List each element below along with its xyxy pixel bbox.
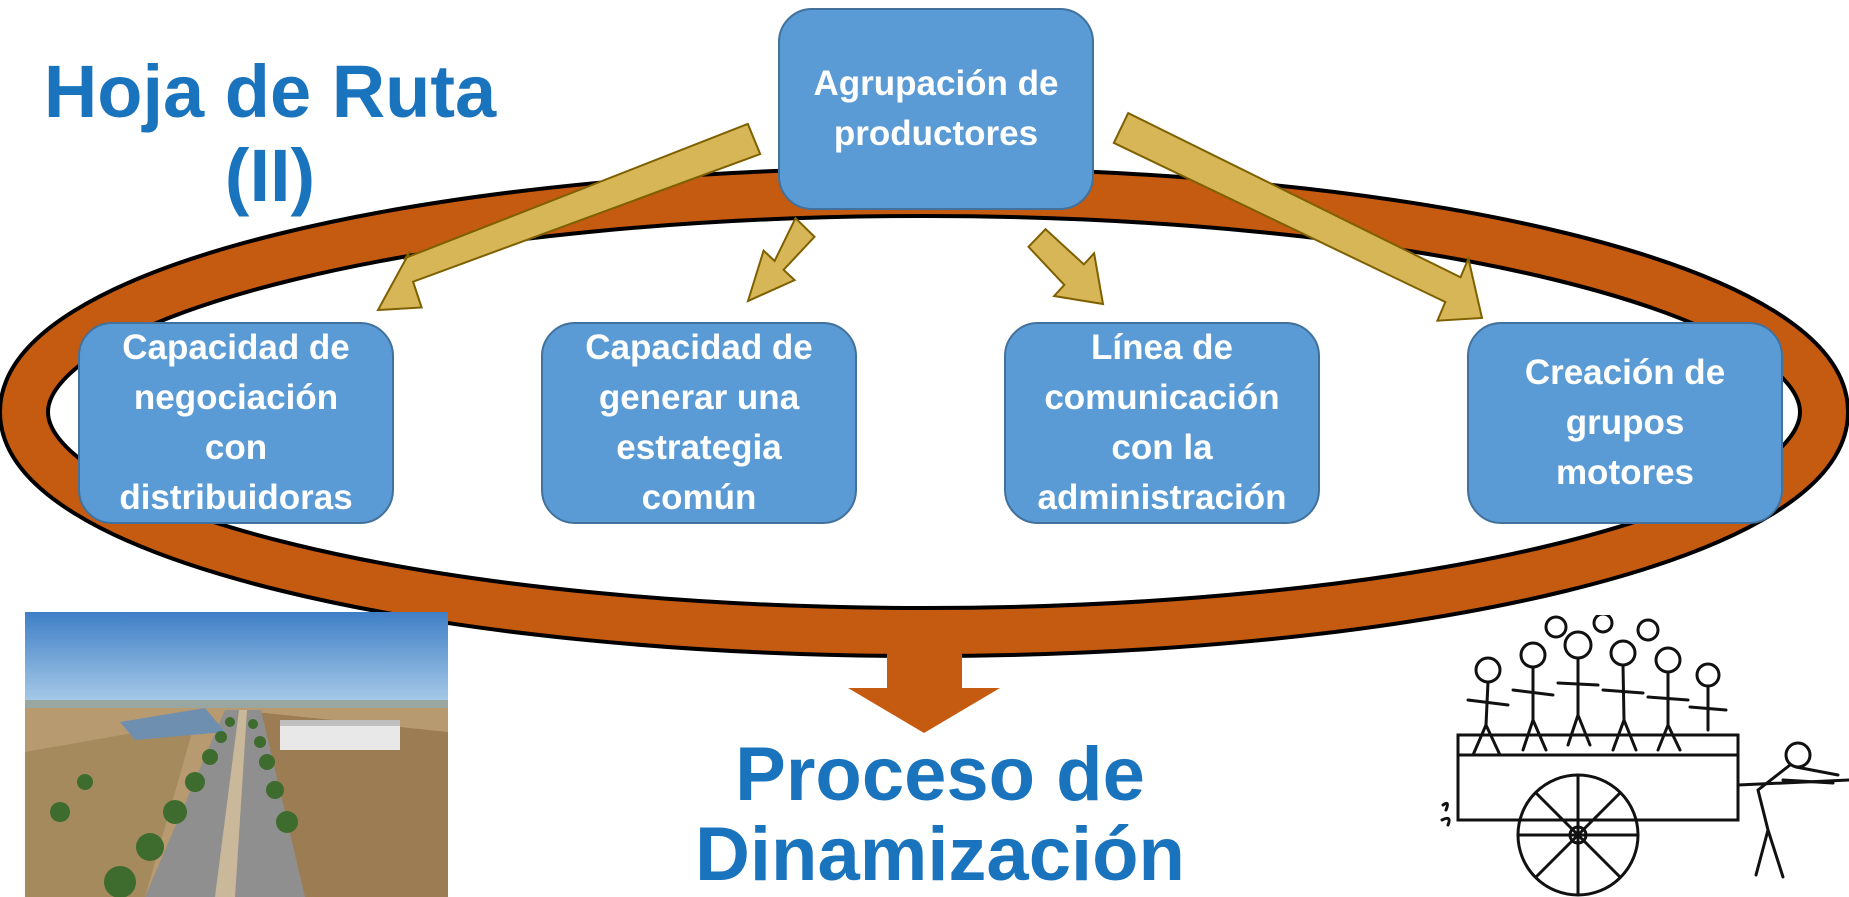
box-grupos-line-1: Creación de [1524, 353, 1726, 392]
box-negociacion-line-3: con [204, 428, 268, 467]
people-pushing-cart-sketch [1440, 615, 1849, 897]
box-estrategia-line-1: Capacidad de [585, 328, 813, 367]
box-estrategia-line-2: generar una [598, 378, 800, 417]
box-negociacion-line-1: Capacidad de [122, 328, 350, 367]
result-title: Proceso de Dinamización [640, 735, 1240, 895]
box-comunicacion: Línea de comunicación con la administrac… [1004, 322, 1320, 524]
box-grupos-line-3: motores [1555, 453, 1695, 492]
box-top-line-1: Agrupación de [813, 64, 1059, 103]
box-comunicacion-line-4: administración [1037, 478, 1287, 517]
box-grupos-line-2: grupos [1565, 403, 1685, 442]
title-line-2: (II) [224, 134, 316, 217]
arrow-to-estrategia-icon [746, 216, 816, 303]
result-line-2: Dinamización [695, 812, 1185, 897]
box-negociacion-line-2: negociación [133, 378, 339, 417]
box-negociacion: Capacidad de negociación con distribuido… [78, 322, 394, 524]
box-estrategia-line-3: estrategia [616, 428, 782, 467]
box-agrupacion-productores: Agrupación de productores [778, 8, 1094, 210]
arrow-to-comunicacion-icon [1027, 227, 1105, 306]
box-comunicacion-line-3: con la [1111, 428, 1213, 467]
aerial-road-photo [25, 612, 448, 897]
box-estrategia: Capacidad de generar una estrategia comú… [541, 322, 857, 524]
box-grupos-motores: Creación de grupos motores [1467, 322, 1783, 524]
result-line-1: Proceso de [735, 732, 1145, 817]
arrow-to-grupos-icon [1112, 111, 1484, 322]
box-estrategia-line-4: común [641, 478, 757, 517]
box-comunicacion-line-1: Línea de [1091, 328, 1233, 367]
title-line-1: Hoja de Ruta [43, 50, 497, 133]
box-negociacion-line-4: distribuidoras [119, 478, 353, 517]
arrow-to-negociacion-icon [376, 122, 762, 312]
box-comunicacion-line-2: comunicación [1044, 378, 1280, 417]
box-top-line-2: productores [833, 114, 1039, 153]
page-title: Hoja de Ruta (II) [20, 50, 520, 218]
down-arrow-icon [848, 640, 1000, 733]
